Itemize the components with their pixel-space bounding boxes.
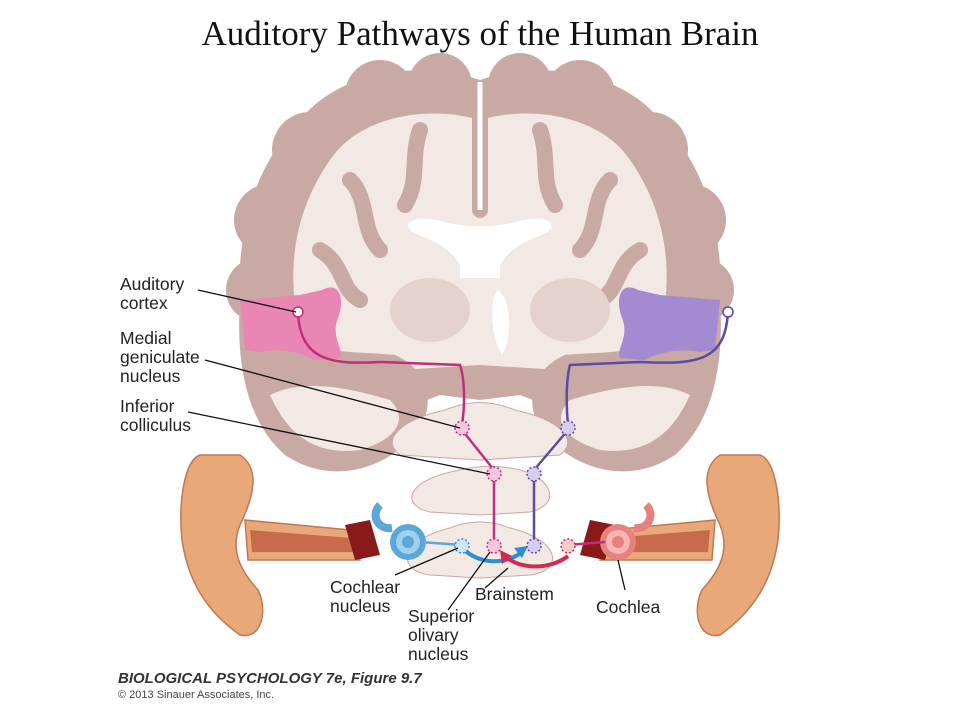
olivary-arrow-red	[503, 554, 570, 569]
copyright-notice: © 2013 Sinauer Associates, Inc.	[118, 689, 275, 701]
olivary-arrow-blue	[460, 546, 524, 564]
third-ventricle	[492, 290, 510, 355]
leader-lines	[187, 289, 626, 611]
auditory-cortex-right	[618, 287, 720, 360]
cochlea-left	[371, 502, 426, 560]
label-cochlea: Cochlea	[596, 597, 661, 617]
left-auditory-pathway	[296, 311, 496, 545]
lateral-ventricles	[408, 218, 552, 278]
brainstem-midbrain	[391, 402, 569, 461]
left-ear	[180, 454, 362, 637]
brainstem-pons	[411, 465, 551, 516]
label-brainstem: Brainstem	[475, 584, 554, 604]
cochlea-right	[600, 502, 655, 560]
cochlear-nerve-left	[419, 540, 463, 547]
middle-ear-left	[345, 520, 380, 560]
right-auditory-pathway	[532, 311, 730, 545]
figure-caption: BIOLOGICAL PSYCHOLOGY 7e, Figure 9.7	[118, 670, 422, 687]
figure-title: Auditory Pathways of the Human Brain	[201, 14, 759, 53]
nuclei	[292, 306, 734, 554]
